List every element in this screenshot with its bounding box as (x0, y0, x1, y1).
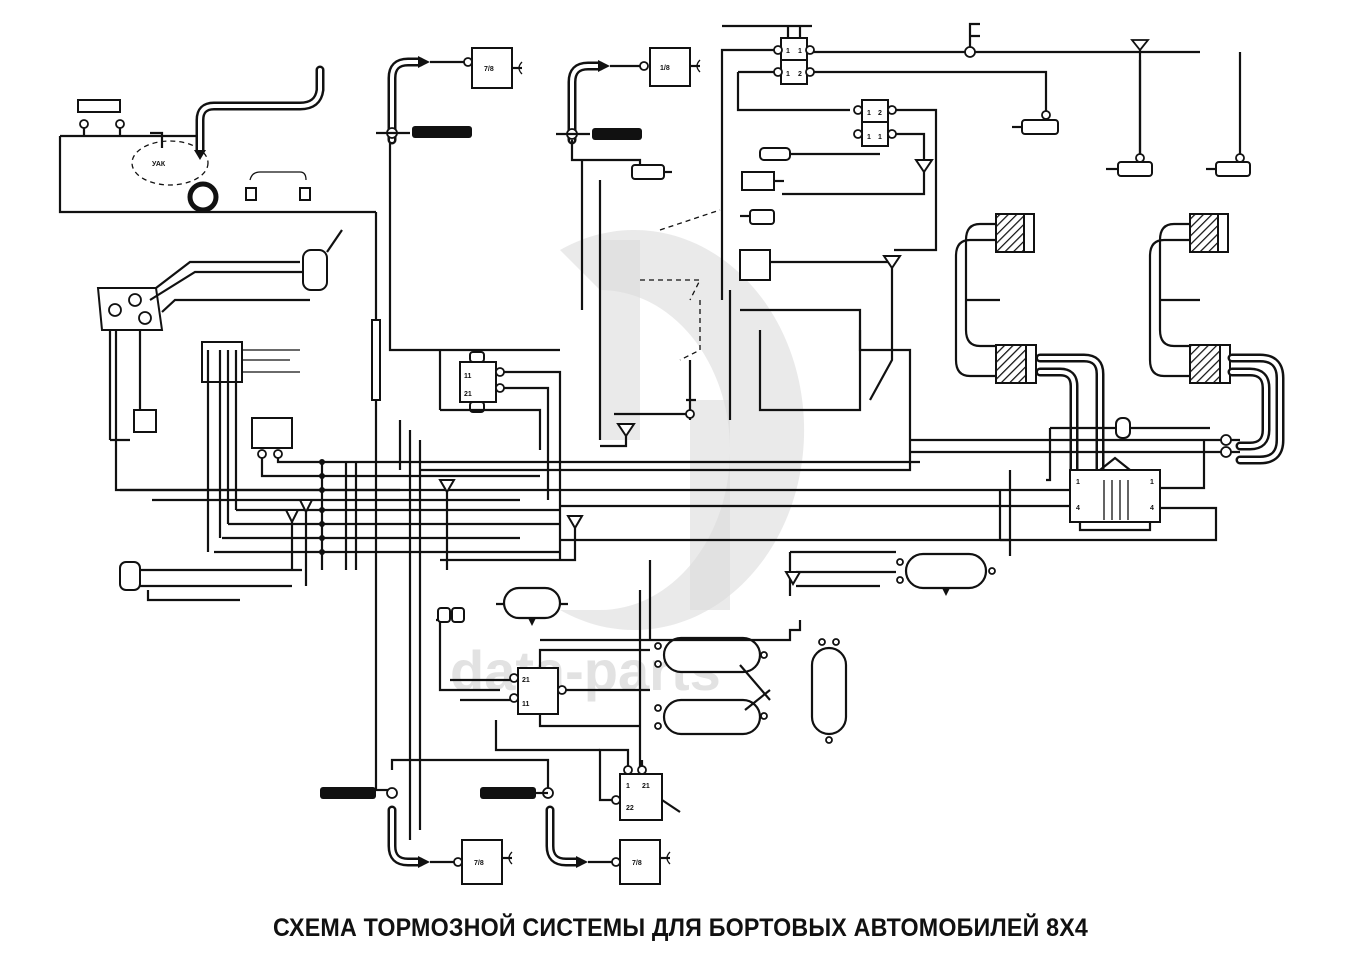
air-gauge-3 (1215, 161, 1251, 177)
foot-brake-valve-group (96, 229, 400, 492)
governor-block (77, 99, 121, 113)
brake-valve-body (96, 287, 164, 331)
front-axle-chambers-top: 7/8 1/8 (376, 47, 701, 440)
rear-relay-valve: 1 1 4 4 (910, 417, 1240, 556)
air-tank-1 (502, 586, 562, 620)
svg-text:2: 2 (798, 71, 802, 78)
brake-system-schematic: data-parts УАК (58, 22, 1285, 885)
pressure-switch-box (251, 417, 293, 449)
svg-text:1: 1 (786, 71, 790, 78)
air-tank-4 (810, 646, 848, 736)
compressor-group: УАК (58, 65, 376, 214)
rear-chambers-top (1012, 39, 1251, 177)
rear-spring-brake-chambers (954, 213, 1285, 475)
svg-text:1: 1 (867, 110, 871, 117)
relay-valve-box (459, 361, 497, 403)
svg-text:21: 21 (464, 391, 472, 398)
air-gauge-1 (1021, 119, 1059, 135)
svg-text:4: 4 (1150, 505, 1154, 512)
compressor-outline (131, 140, 209, 186)
svg-text:4: 4 (1076, 505, 1080, 512)
svg-text:22: 22 (626, 805, 634, 812)
brake-chamber-4 (619, 839, 661, 885)
four-circuit-protection-valve: 1 1 1 2 1 2 1 1 (720, 22, 1200, 300)
svg-text:7/8: 7/8 (632, 860, 642, 867)
air-tank-2 (662, 636, 762, 674)
svg-text:1: 1 (1076, 479, 1080, 486)
air-tank-5 (904, 552, 988, 590)
svg-text:21: 21 (642, 783, 650, 790)
brake-chamber-1 (471, 47, 513, 89)
svg-text:11: 11 (522, 701, 530, 708)
air-tanks (436, 550, 996, 780)
hand-brake-valve (119, 561, 141, 591)
air-gauge-2 (1117, 161, 1153, 177)
relay-valve-center (420, 209, 912, 472)
relay-valve-lower (517, 667, 559, 715)
long-pipes-right (560, 460, 1010, 542)
air-tank-3 (662, 698, 762, 736)
brake-chamber-2 (649, 47, 691, 87)
svg-text:1/8: 1/8 (660, 65, 670, 72)
svg-text:7/8: 7/8 (474, 860, 484, 867)
svg-text:2: 2 (878, 110, 882, 117)
svg-text:1: 1 (798, 48, 802, 55)
relay-valve-main: 11 21 (438, 348, 584, 570)
watermark: data-parts (450, 230, 805, 702)
center-vertical-lines (371, 140, 440, 840)
lower-valves: 21 11 1 21 22 (450, 648, 681, 821)
svg-text:1: 1 (626, 783, 630, 790)
svg-text:7/8: 7/8 (484, 66, 494, 73)
main-pipe-manifold (119, 350, 560, 602)
svg-text:1: 1 (867, 134, 871, 141)
compressor-label: УАК (152, 161, 166, 168)
svg-text:1: 1 (786, 48, 790, 55)
front-axle-chambers-bottom: 7/8 7/8 (320, 758, 671, 885)
svg-text:1: 1 (1150, 479, 1154, 486)
coil-pipe-icon (187, 181, 219, 213)
svg-text:11: 11 (464, 373, 472, 380)
diagram-caption: СХЕМА ТОРМОЗНОЙ СИСТЕМЫ ДЛЯ БОРТОВЫХ АВТ… (272, 914, 1089, 942)
relay-valve-bottom (619, 773, 663, 821)
brake-chamber-3 (461, 839, 503, 885)
rear-relay-valve-box (1069, 469, 1161, 523)
svg-text:21: 21 (522, 677, 530, 684)
svg-text:1: 1 (878, 134, 882, 141)
